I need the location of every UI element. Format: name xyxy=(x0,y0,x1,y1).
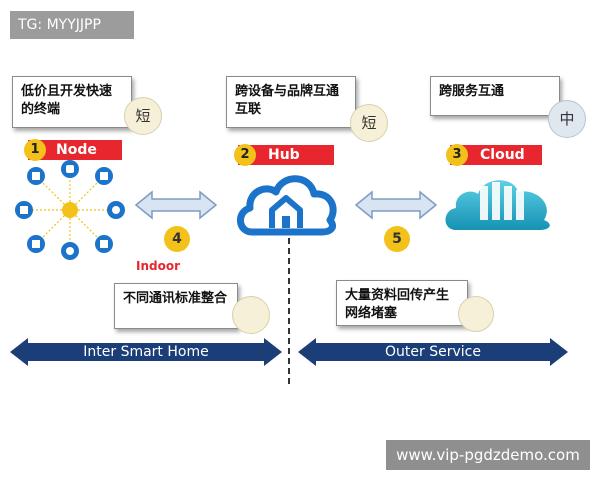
outer-note-box: 大量资料回传产生网络堵塞 xyxy=(336,280,468,326)
cloud-range-circle: 中 xyxy=(548,100,586,138)
indoor-label: Indoor xyxy=(136,259,181,273)
indoor-outer-divider xyxy=(288,238,290,384)
node-devices-cluster xyxy=(15,160,125,260)
indoor-note: 不同通讯标准整合 xyxy=(123,291,228,306)
hub-range-circle: 短 xyxy=(350,104,388,142)
hub-range-label: 短 xyxy=(361,114,377,132)
node-range-label: 短 xyxy=(135,107,151,125)
hub-description: 跨设备与品牌互通互联 xyxy=(235,84,340,117)
hub-label: Hub xyxy=(268,147,300,163)
indoor-note-circle xyxy=(232,296,270,334)
indoor-note-box: 不同通讯标准整合 xyxy=(114,283,238,329)
node-number-badge: 1 xyxy=(24,139,46,161)
hub-label-bar: Hub xyxy=(238,145,334,165)
link-4-badge: 4 xyxy=(164,226,190,252)
link-5-badge: 5 xyxy=(384,226,410,252)
hub-description-box: 跨设备与品牌互通互联 xyxy=(226,76,356,128)
site-watermark: www.vip-pgdzdemo.com xyxy=(386,440,590,470)
inter-smart-home-arrow xyxy=(10,338,282,366)
node-description-box: 低价且开发快速的终端 xyxy=(12,76,132,128)
node-label-bar: Node xyxy=(28,140,122,160)
inter-smart-home-label: Inter Smart Home xyxy=(83,344,209,360)
hub-number-badge: 2 xyxy=(234,144,256,166)
hub-cloud-double-arrow xyxy=(354,190,438,220)
node-description: 低价且开发快速的终端 xyxy=(21,84,113,117)
channel-tag: TG: MYYJJPP xyxy=(10,11,134,39)
outer-service-arrow xyxy=(298,338,568,366)
outer-service-label: Outer Service xyxy=(385,344,481,360)
cloud-label: Cloud xyxy=(480,147,525,163)
cloud-range-label: 中 xyxy=(559,110,575,128)
outer-note-circle xyxy=(458,296,494,332)
cloud-number-badge: 3 xyxy=(446,144,468,166)
hub-cloud-house-icon xyxy=(237,175,337,236)
outer-note: 大量资料回传产生网络堵塞 xyxy=(345,288,450,321)
node-label: Node xyxy=(56,142,97,158)
cloud-label-bar: Cloud xyxy=(450,145,542,165)
cloud-description: 跨服务互通 xyxy=(439,84,505,99)
cloud-description-box: 跨服务互通 xyxy=(430,76,560,116)
node-hub-double-arrow xyxy=(134,190,218,220)
cloud-servers-icon xyxy=(445,180,550,230)
node-range-circle: 短 xyxy=(124,97,162,135)
